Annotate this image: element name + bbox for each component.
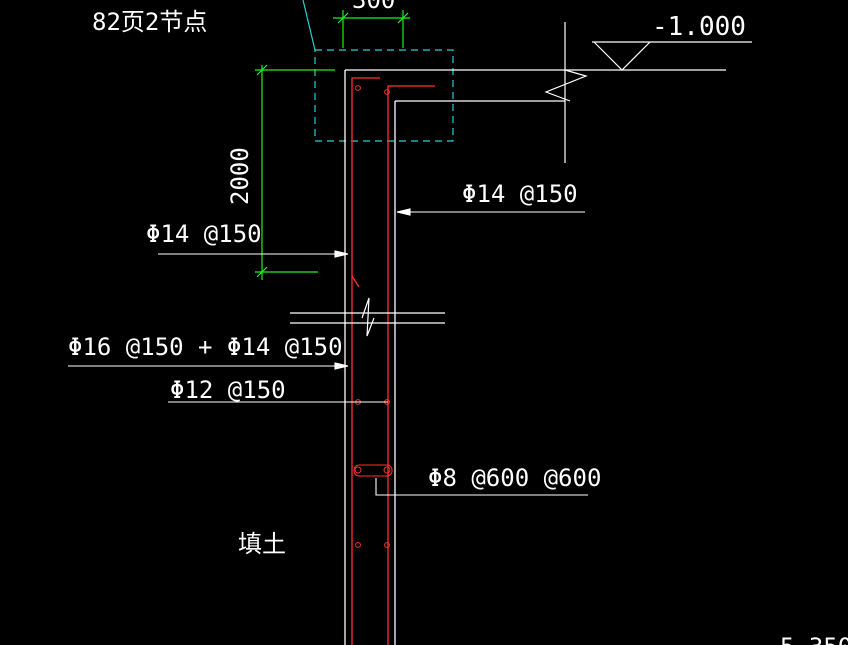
rebar-right-label: Φ14 @150 [462, 180, 578, 208]
dimension-300 [333, 10, 410, 48]
wall-rebar [351, 77, 435, 645]
bottom-elevation-text: 5.350 [780, 633, 848, 645]
elevation-marker [592, 41, 752, 71]
rebar-main-label: Φ16 @150 + Φ14 @150 [68, 333, 343, 361]
rebar-left-top-label: Φ14 @150 [146, 220, 262, 248]
leader-tie [375, 478, 588, 496]
elevation-text: -1.000 [652, 12, 746, 42]
rebar-dots [353, 85, 393, 548]
leader-main [68, 362, 349, 370]
dimension-300-text: 300 [352, 0, 395, 14]
wall-outline [344, 70, 396, 645]
tie-rebar-label: Φ8 @600 @600 [428, 464, 601, 492]
detail-box [302, 0, 454, 142]
break-line [290, 297, 445, 337]
node-reference-label: 82页2节点 [92, 8, 207, 36]
rebar-distribution-label: Φ12 @150 [170, 376, 286, 404]
dimension-2000-text: 2000 [226, 147, 254, 205]
slab-outline [345, 22, 726, 163]
leader-left-top [158, 250, 349, 258]
backfill-label: 填土 [238, 530, 286, 558]
leader-right [396, 208, 585, 216]
dimension-2000 [255, 64, 335, 280]
